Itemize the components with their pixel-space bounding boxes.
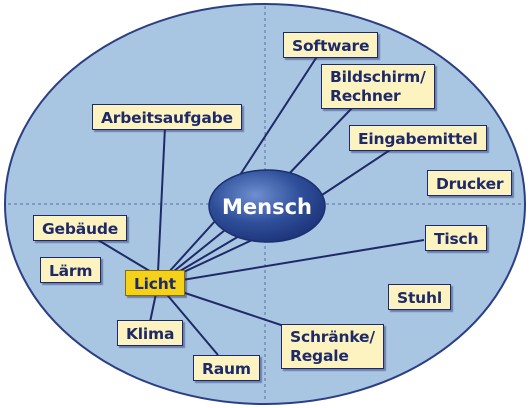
node-stuhl: Stuhl (388, 284, 451, 310)
connector-bildschirm (284, 107, 353, 179)
node-gebaeude: Gebäude (33, 215, 128, 241)
connector-tisch (157, 239, 425, 285)
node-software: Software (283, 32, 379, 58)
node-klima: Klima (117, 320, 184, 346)
node-eingabemittel: Eingabemittel (349, 125, 487, 151)
node-bildschirm-rechner: Bildschirm/ Rechner (321, 64, 435, 109)
hub-ellipse (208, 169, 326, 243)
connector-arbeitsaufgabe (157, 126, 166, 273)
hub-label: Mensch (222, 195, 312, 219)
connector-software (239, 54, 319, 176)
node-raum: Raum (193, 355, 260, 381)
node-tisch: Tisch (425, 225, 488, 251)
node-drucker: Drucker (427, 170, 513, 196)
node-laerm: Lärm (40, 257, 102, 283)
node-schraenke-regale: Schränke/ Regale (281, 324, 384, 369)
connector-eingabemittel (321, 149, 391, 196)
node-arbeitsaufgabe: Arbeitsaufgabe (92, 104, 242, 130)
node-licht: Licht (125, 270, 185, 296)
